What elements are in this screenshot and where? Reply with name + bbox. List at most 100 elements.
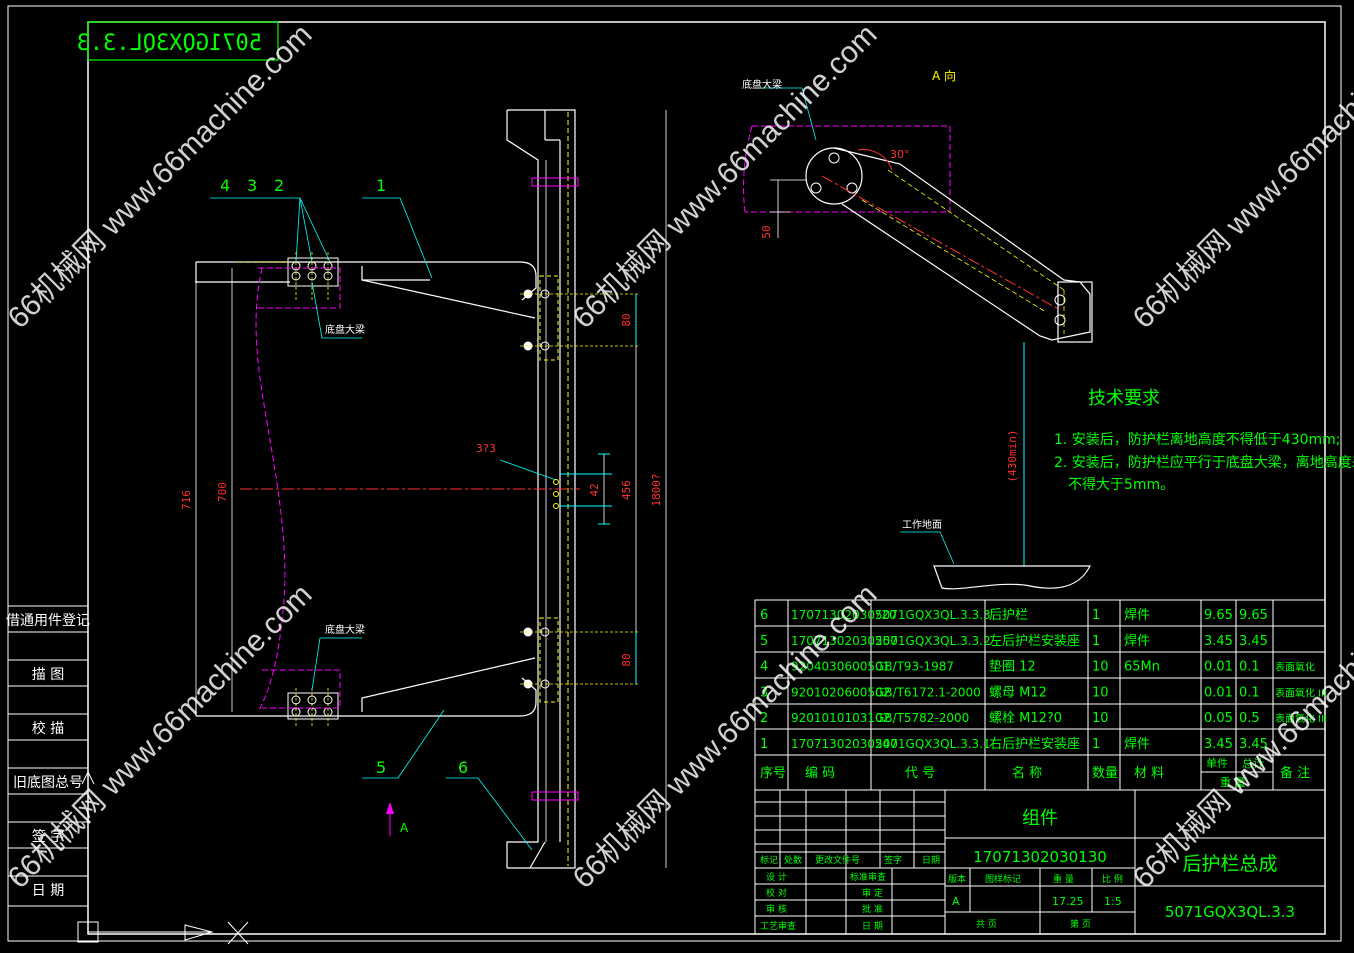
tech-line-3: 不得大于5mm。 (1068, 476, 1174, 493)
hole-label: 3?3 (476, 442, 496, 455)
rev-head: 更改文件号 (815, 854, 860, 866)
dim-1800: 1800? (650, 473, 663, 506)
bom-cell-qty: 1 (1092, 634, 1100, 649)
drawing-code-box: 5071GQX3QL.3.3 (77, 21, 279, 61)
callout-3: 3 (247, 176, 257, 195)
title-block: 标记 处数 更改文件号 签字 日期 设 计 校 对 审 核 工艺审查 标准审查 … (754, 789, 1326, 935)
role-right: 标准审查 (850, 871, 886, 883)
bom-cell-code: 17071302030250 (791, 634, 898, 648)
dim-42: 42 (588, 483, 601, 496)
info-head: 版本 (948, 873, 966, 885)
assembly-name: 后护栏总成 (1182, 853, 1277, 875)
rev-head: 处数 (784, 854, 802, 866)
bom-cell-unit: 9.65 (1204, 608, 1233, 623)
bom-cell-total: 3.45 (1239, 634, 1268, 649)
side-panel-item: 日 期 (32, 883, 64, 899)
bom-cell-note: 表面氧化 (1275, 661, 1315, 674)
bom-cell-material: 焊件 (1124, 607, 1150, 623)
bom-head-qty: 数量 (1092, 766, 1118, 781)
bom-cell-drawing: GB/T6172.1-2000 (875, 685, 981, 699)
sheet-total: 共 页 (976, 919, 997, 930)
bom-cell-no: 3 (760, 685, 768, 700)
watermark: 66机械网 www.66machine.com (1127, 18, 1354, 335)
bom-cell-material: 65Mn (1124, 660, 1160, 675)
bom-cell-no: 1 (760, 737, 768, 752)
side-panel-item: 签 字 (32, 828, 64, 845)
bom-cell-no: 4 (760, 660, 768, 675)
bom-cell-drawing: 5071GQX3QL.3.3.3 (875, 608, 991, 622)
tech-line-2: 2. 安装后，防护栏应平行于底盘大梁，离地高度差 (1054, 454, 1354, 471)
bom-cell-unit: 0.01 (1204, 685, 1233, 700)
bom-head-no: 序号 (760, 766, 786, 781)
main-view: 716 700 80 80 4 5 6 42 1800? 3?3 4 (180, 87, 955, 869)
bom-head-total: 总计 (1242, 756, 1264, 770)
bom-cell-note: 表面氧化 III (1275, 686, 1327, 699)
arrow-a-label: A (400, 821, 409, 835)
info-head: 比 例 (1102, 873, 1123, 885)
assembly-type: 组件 (1022, 808, 1058, 829)
assembly-code: 17071302030130 (973, 848, 1107, 866)
bom-head-unit: 单件 (1206, 757, 1228, 770)
callout-1: 1 (376, 176, 386, 195)
beam-label-bottom: 底盘大梁 (325, 623, 365, 636)
bom-cell-note: 表面氧化 III (1275, 712, 1327, 725)
tech-requirements: 技术要求 1. 安装后，防护栏离地高度不得低于430mm; 2. 安装后，防护栏… (1054, 388, 1354, 493)
beam-label-view: 底盘大梁 (742, 78, 782, 91)
side-panel-item: 描 图 (32, 667, 64, 683)
bom-head-note: 备 注 (1280, 765, 1310, 781)
bom-cell-total: 0.5 (1239, 711, 1260, 726)
info-weight: 17.25 (1052, 895, 1084, 908)
bom-cell-material: 焊件 (1124, 736, 1150, 752)
bom-cell-material: 焊件 (1124, 633, 1150, 649)
bom-cell-name: 垫圈 12 (989, 659, 1036, 675)
bom-cell-qty: 1 (1092, 608, 1100, 623)
bom-cell-total: 3.45 (1239, 737, 1268, 752)
bom-cell-code: 9201020600502 (791, 685, 890, 699)
role-right: 日 期 (862, 921, 883, 932)
bom-head-code: 编 码 (805, 766, 835, 781)
callout-2: 2 (274, 176, 284, 195)
side-panel-item: 借通用件登记 (6, 613, 90, 629)
bom-cell-name: 螺母 M12 (989, 685, 1047, 700)
watermark: 66机械网 www.66machine.com (567, 18, 884, 335)
bom-cell-qty: 10 (1092, 660, 1109, 675)
role-right: 批 准 (862, 903, 883, 915)
bom-cell-drawing: GB/T93-1987 (875, 660, 954, 674)
view-a-label: A 向 (932, 68, 956, 83)
dim-700: 700 (216, 482, 229, 502)
ground-label: 工作地面 (902, 518, 942, 531)
bom-cell-drawing: GB/T5782-2000 (875, 711, 969, 725)
bom-cell-qty: 10 (1092, 711, 1109, 726)
dim-716: 716 (180, 490, 193, 510)
dim-50: 50 (760, 225, 773, 238)
side-panel-item: 旧底图总号 (13, 775, 83, 791)
bom-cell-code: 9201010103102 (791, 711, 890, 725)
bom-cell-name: 后护栏 (989, 608, 1028, 623)
bom-cell-no: 5 (760, 634, 768, 649)
rev-head: 签字 (884, 854, 902, 866)
bom-cell-unit: 0.05 (1204, 711, 1233, 726)
bom-head-name: 名 称 (1012, 765, 1042, 781)
callout-5: 5 (376, 758, 386, 777)
dim-80-bottom: 80 (620, 653, 633, 666)
dim-430: (430min) (1006, 430, 1019, 483)
angle-label: 30° (890, 148, 910, 161)
tech-title: 技术要求 (1088, 388, 1160, 409)
callout-4: 4 (220, 176, 230, 195)
outer-frame (7, 5, 1342, 942)
bom-cell-name: 左后护栏安装座 (989, 634, 1080, 649)
info-head: 重 量 (1053, 873, 1074, 885)
dim-80-top: 80 (620, 313, 633, 326)
info-version: A (952, 895, 960, 908)
bom-cell-qty: 1 (1092, 737, 1100, 752)
bom-cell-unit: 3.45 (1204, 737, 1233, 752)
callout-6: 6 (458, 758, 468, 777)
watermark: 66机械网 www.66machine.com (2, 18, 319, 335)
ucs-icon (77, 770, 249, 945)
bom-cell-total: 0.1 (1239, 660, 1260, 675)
bom-cell-unit: 3.45 (1204, 634, 1233, 649)
tech-line-1: 1. 安装后，防护栏离地高度不得低于430mm; (1054, 431, 1341, 448)
bom-head-drawing: 代 号 (905, 766, 935, 781)
